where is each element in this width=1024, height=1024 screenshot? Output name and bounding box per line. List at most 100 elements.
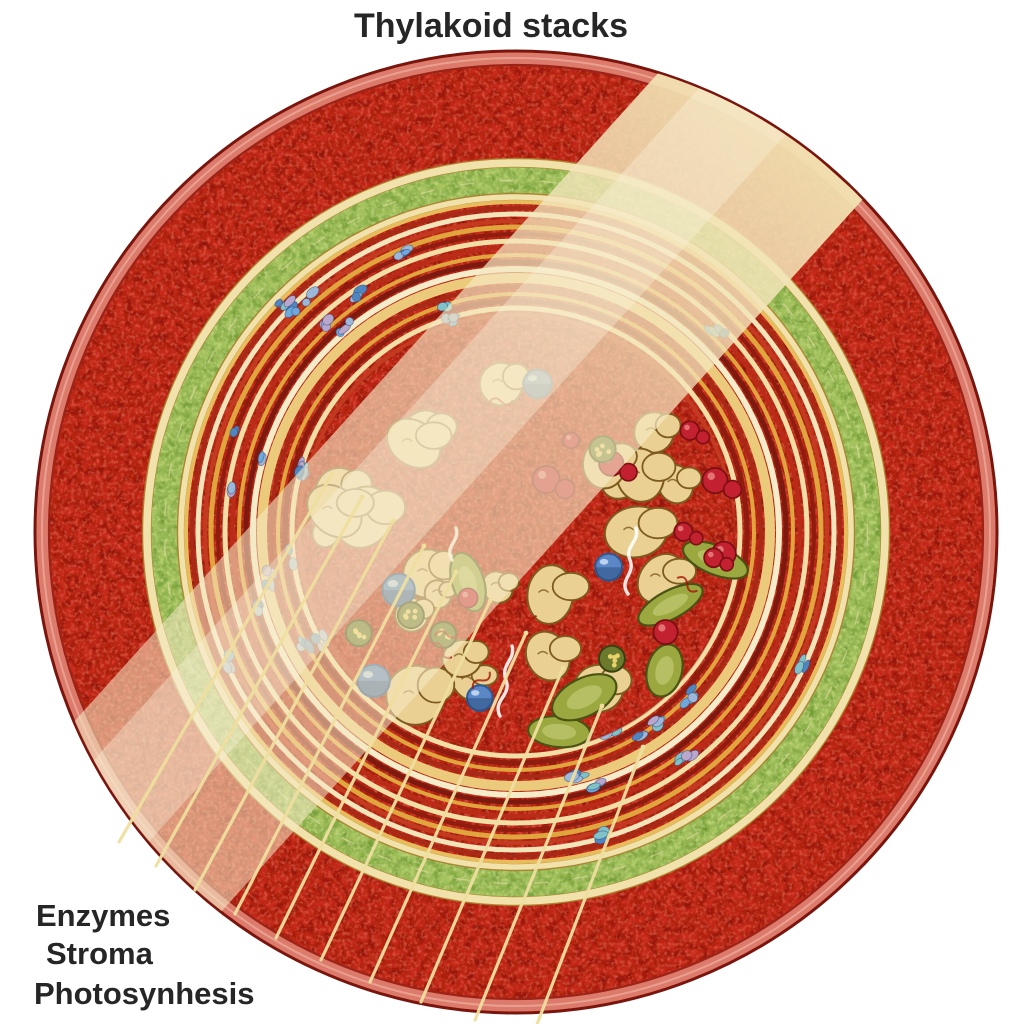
leader-line-tip [640, 744, 646, 750]
leader-line-tip [329, 471, 335, 477]
ellipse [548, 635, 582, 663]
leader-line [319, 599, 492, 962]
leader-line-tip [487, 598, 493, 604]
ring-speckle [680, 750, 693, 762]
ellipse [637, 506, 679, 540]
ring-speckle [687, 692, 699, 703]
red-squiggle [481, 616, 501, 635]
leader-line-tip [523, 630, 529, 636]
path [595, 567, 623, 581]
label-stroma: Stroma [46, 936, 154, 971]
circle [607, 654, 613, 659]
circle [611, 662, 617, 668]
circle [684, 424, 690, 431]
ellipse [566, 685, 602, 710]
thylakoid-ring [195, 211, 837, 853]
olive-plastoglobule [645, 643, 684, 698]
label-photosynhesis: Photosynhesis [34, 976, 255, 1011]
circle [652, 619, 679, 646]
ring-speckle [794, 660, 805, 675]
ring-speckle [401, 248, 411, 256]
ellipse [645, 643, 684, 698]
circle [695, 429, 711, 445]
thylakoid-ring [203, 219, 829, 845]
ellipse [655, 656, 674, 685]
ring-speckle [647, 715, 660, 726]
cream-ring-edge [176, 192, 856, 872]
dotted-cluster [597, 644, 626, 673]
ring-speckle [301, 297, 311, 307]
ellipse [641, 451, 677, 482]
circle [707, 472, 715, 481]
leader-line [419, 666, 565, 1004]
ring-speckle [291, 306, 301, 316]
ring-speckle [351, 292, 362, 302]
ring-speckle [274, 298, 283, 308]
cream-ring [142, 158, 890, 906]
path [649, 573, 661, 577]
blue-vesicle [465, 684, 494, 712]
ellipse [652, 593, 689, 616]
label-enzymes: Enzymes [36, 898, 170, 933]
cream-ring-edge [141, 157, 891, 907]
ring-speckle [229, 427, 239, 438]
path [466, 698, 493, 711]
path [538, 589, 549, 594]
leader-line [368, 631, 528, 984]
circle [612, 658, 618, 664]
ring-speckle [344, 317, 354, 326]
leader-line-tip [560, 665, 566, 671]
circle [719, 556, 735, 572]
leader-line [535, 745, 645, 1024]
red-berry [701, 467, 743, 500]
ellipse [662, 557, 697, 585]
ring-speckle [436, 301, 448, 312]
beam-core [36, 68, 788, 1012]
ellipse [542, 723, 577, 740]
ring-speckle [593, 830, 609, 840]
red-squiggle [471, 671, 491, 690]
ring-speckle [257, 451, 265, 464]
tan-granule [656, 463, 703, 505]
red-berry [673, 521, 704, 546]
thylakoid-ring [184, 200, 848, 864]
cream-ring [177, 193, 855, 871]
white-arrow-squiggle [623, 526, 639, 596]
leader-line [117, 472, 334, 844]
circle [658, 624, 666, 632]
circle [688, 530, 704, 546]
ellipse [637, 582, 704, 627]
leader-line [274, 570, 458, 940]
circle [677, 525, 684, 532]
leader-line [193, 519, 395, 892]
circle [597, 644, 626, 673]
ring-speckle [227, 481, 237, 495]
thylakoid-ring [208, 224, 824, 840]
ring-speckle [283, 295, 296, 308]
blue-vesicle [594, 552, 624, 582]
leader-line-tip [421, 543, 427, 549]
ring-speckle [587, 782, 601, 791]
leader-line-tip [359, 494, 365, 500]
path [667, 478, 679, 483]
leader-line-tip [453, 569, 459, 575]
ellipse [676, 466, 703, 490]
diagram-title: Thylakoid stacks [354, 7, 628, 45]
ring-speckle [685, 684, 697, 696]
outer-membrane-highlight [41, 57, 991, 1007]
olive-plastoglobule [637, 582, 704, 627]
leader-lines [117, 471, 646, 1024]
path [537, 650, 549, 655]
red-squiggle [512, 607, 538, 620]
thylakoid-ring [190, 206, 842, 858]
leader-line [473, 704, 604, 1022]
leader-line [154, 495, 364, 868]
ring-speckle [631, 731, 644, 741]
leader-line-tip [390, 518, 396, 524]
tan-granule [526, 564, 591, 625]
ellipse [551, 571, 591, 602]
circle [619, 462, 638, 482]
leader-line-tip [599, 703, 605, 709]
